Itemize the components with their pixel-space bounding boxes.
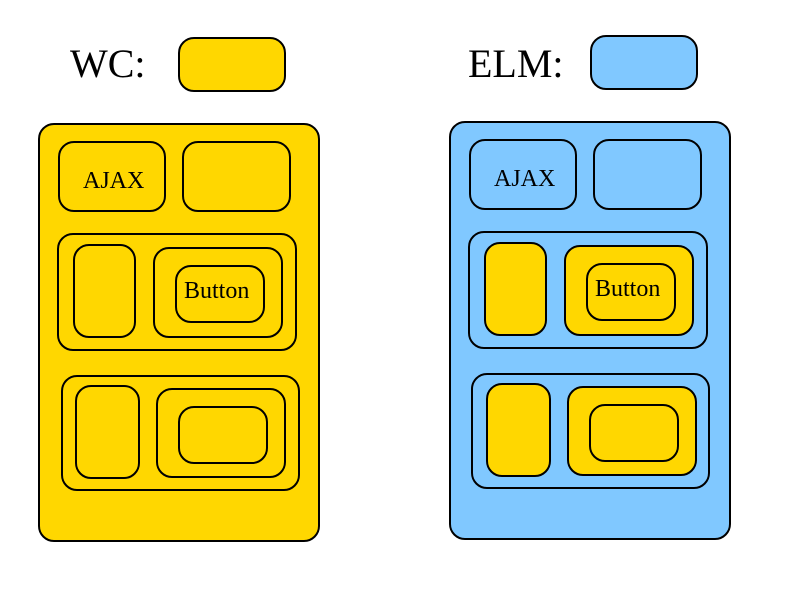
wc-ajax-label: AJAX [83,168,145,194]
wc-ajax-box [58,141,166,212]
wc-button-label: Button [184,278,250,304]
legend-elm-swatch [590,35,698,90]
legend-wc-swatch [178,37,286,92]
legend-wc-label: WC: [70,41,146,86]
wc-bottom-left-box [75,385,140,479]
elm-ajax-label: AJAX [494,166,556,192]
wc-button-box [175,265,265,323]
elm-button-label: Button [595,276,661,302]
wc-bottom-right-inner [178,406,268,464]
wc-middle-left-box [73,244,136,338]
elm-button-box [586,263,676,321]
elm-top-right-box [593,139,702,210]
wc-top-right-box [182,141,291,212]
elm-bottom-left-box [486,383,551,477]
elm-bottom-right-inner [589,404,679,462]
legend-elm-label: ELM: [468,41,564,86]
elm-middle-left-box [484,242,547,336]
elm-ajax-box [469,139,577,210]
